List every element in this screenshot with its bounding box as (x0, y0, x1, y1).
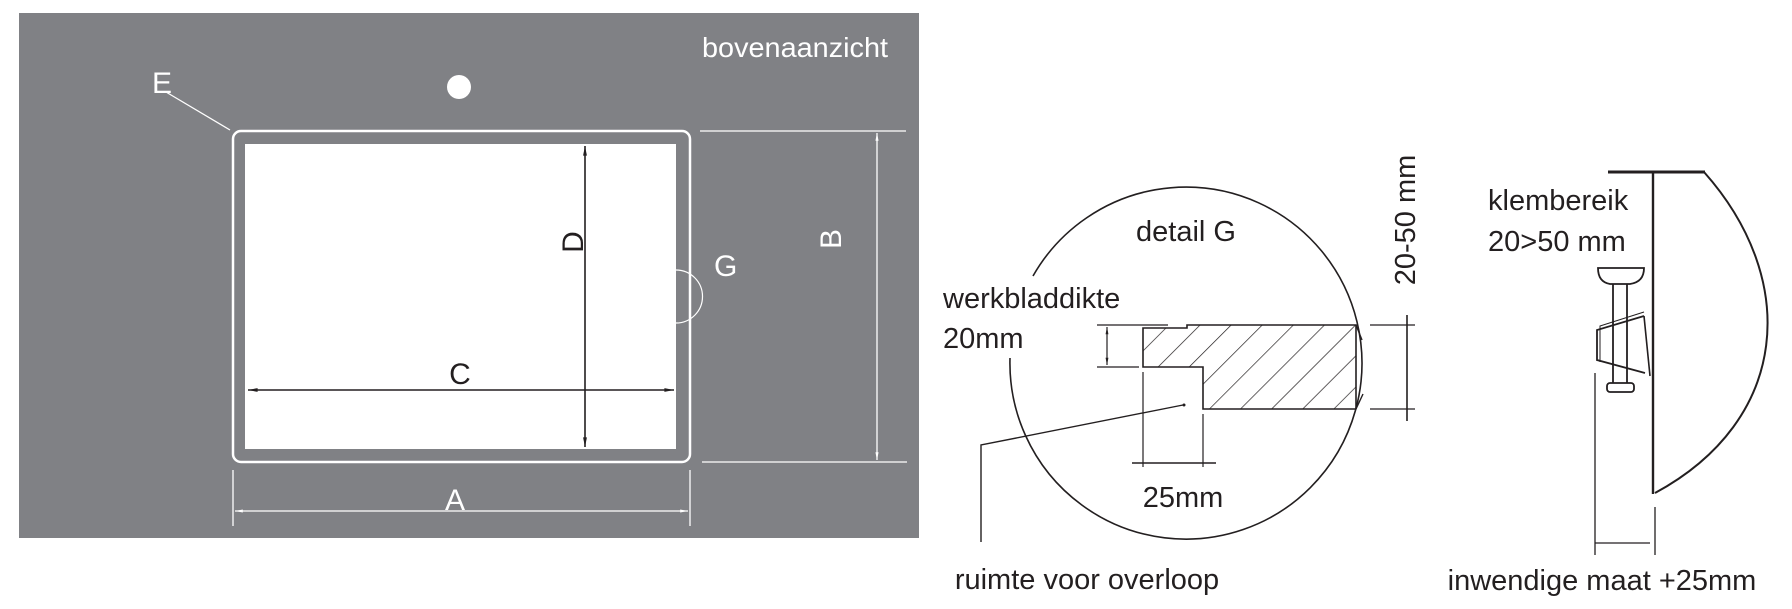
label-E: E (152, 67, 172, 100)
top-view-title: bovenaanzicht (702, 32, 888, 63)
label-A: A (445, 484, 465, 517)
range-label: 20-50 mm (1390, 155, 1422, 286)
clamp-range-line2: 20>50 mm (1488, 226, 1626, 258)
sink-bowl-profile (1654, 171, 1769, 494)
clamp-head (1597, 267, 1645, 285)
overflow-label: ruimte voor overloop (955, 564, 1219, 596)
tap-hole (447, 75, 471, 99)
leader-overflow (980, 404, 1184, 542)
worktop-section (1142, 324, 1357, 410)
label-D: D (557, 231, 590, 253)
detail-G: detail G werkbladdikte 20mm 20-50 mm 25m… (942, 155, 1422, 596)
detail-title: detail G (1136, 216, 1236, 248)
detail-circle (1009, 186, 1363, 540)
clamp-bracket (1596, 315, 1646, 374)
label-C: C (449, 358, 471, 391)
sink-rim (231, 129, 692, 464)
thickness-label-line2: 20mm (943, 323, 1024, 355)
thickness-label-line1: werkbladdikte (942, 283, 1120, 315)
top-view-panel: bovenaanzicht E A C D B G (19, 13, 919, 538)
inner-size-label: inwendige maat +25mm (1448, 565, 1757, 597)
detail-G-marker (675, 269, 704, 324)
offset-label: 25mm (1143, 482, 1224, 514)
clamp-detail: klembereik 20>50 mm inwendige maat +25mm (1448, 170, 1769, 597)
leader-E (165, 91, 231, 131)
clamp-foot (1606, 382, 1635, 393)
sink-bowl (245, 144, 676, 449)
clamp-range-line1: klembereik (1488, 185, 1629, 217)
label-G: G (714, 250, 737, 283)
label-B: B (815, 229, 848, 249)
